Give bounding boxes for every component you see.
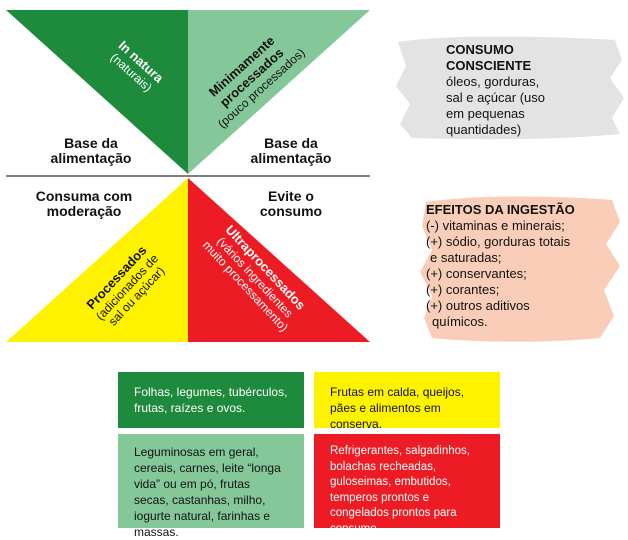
- efeitos-line: químicos.: [432, 314, 488, 329]
- consumo-consciente-box: CONSUMO CONSCIENTE óleos, gorduras, sal …: [446, 36, 596, 144]
- consumo-line: em pequenas: [446, 106, 525, 121]
- efeitos-line: (+) sódio, gorduras totais: [426, 234, 571, 249]
- efeitos-line: (+) outros aditivos: [426, 298, 530, 313]
- efeitos-ingestao-box: EFEITOS DA INGESTÃO (-) vitaminas e mine…: [426, 196, 606, 336]
- in-natura-examples-box: Folhas, legumes, tubérculos, frutas, raí…: [118, 372, 304, 428]
- processados-triangle: [6, 178, 188, 342]
- efeitos-line: e saturadas;: [430, 250, 502, 265]
- efeitos-title: EFEITOS DA INGESTÃO: [426, 202, 575, 217]
- in-natura-triangle: [6, 10, 188, 174]
- minimamente-examples-box: Leguminosas em geral, cereais, carnes, l…: [118, 434, 304, 539]
- ultraprocessados-triangle: [188, 178, 370, 342]
- corner-label-top-right: Base da alimentação: [250, 135, 332, 166]
- consumo-line: quantidades): [446, 122, 522, 137]
- consumo-title-2: CONSCIENTE: [446, 58, 532, 73]
- corner-label-top-left: Base da alimentação: [50, 135, 132, 166]
- consumo-line: sal e açúcar (uso: [446, 90, 545, 105]
- processados-examples-box: Frutas em calda, queijos, pães e aliment…: [314, 372, 500, 431]
- ultraprocessados-examples-box: Refrigerantes, salgadinhos, bolachas rec…: [314, 434, 500, 535]
- consumo-title-1: CONSUMO: [446, 42, 514, 57]
- corner-label-bottom-right: Evite o consumo: [259, 188, 323, 219]
- consumo-brush-shape: [396, 36, 624, 140]
- efeitos-line: (-) vitaminas e minerais;: [426, 218, 565, 233]
- corner-label-bottom-left: Consuma com moderação: [35, 188, 133, 219]
- efeitos-line: (+) conservantes;: [426, 266, 527, 281]
- efeitos-brush-shape: [420, 196, 620, 342]
- efeitos-line: (+) corantes;: [426, 282, 500, 297]
- minimamente-processados-triangle: [188, 10, 370, 174]
- consumo-line: óleos, gorduras,: [446, 74, 540, 89]
- food-processing-diagram: In natura (naturais) Minimamente process…: [6, 10, 624, 342]
